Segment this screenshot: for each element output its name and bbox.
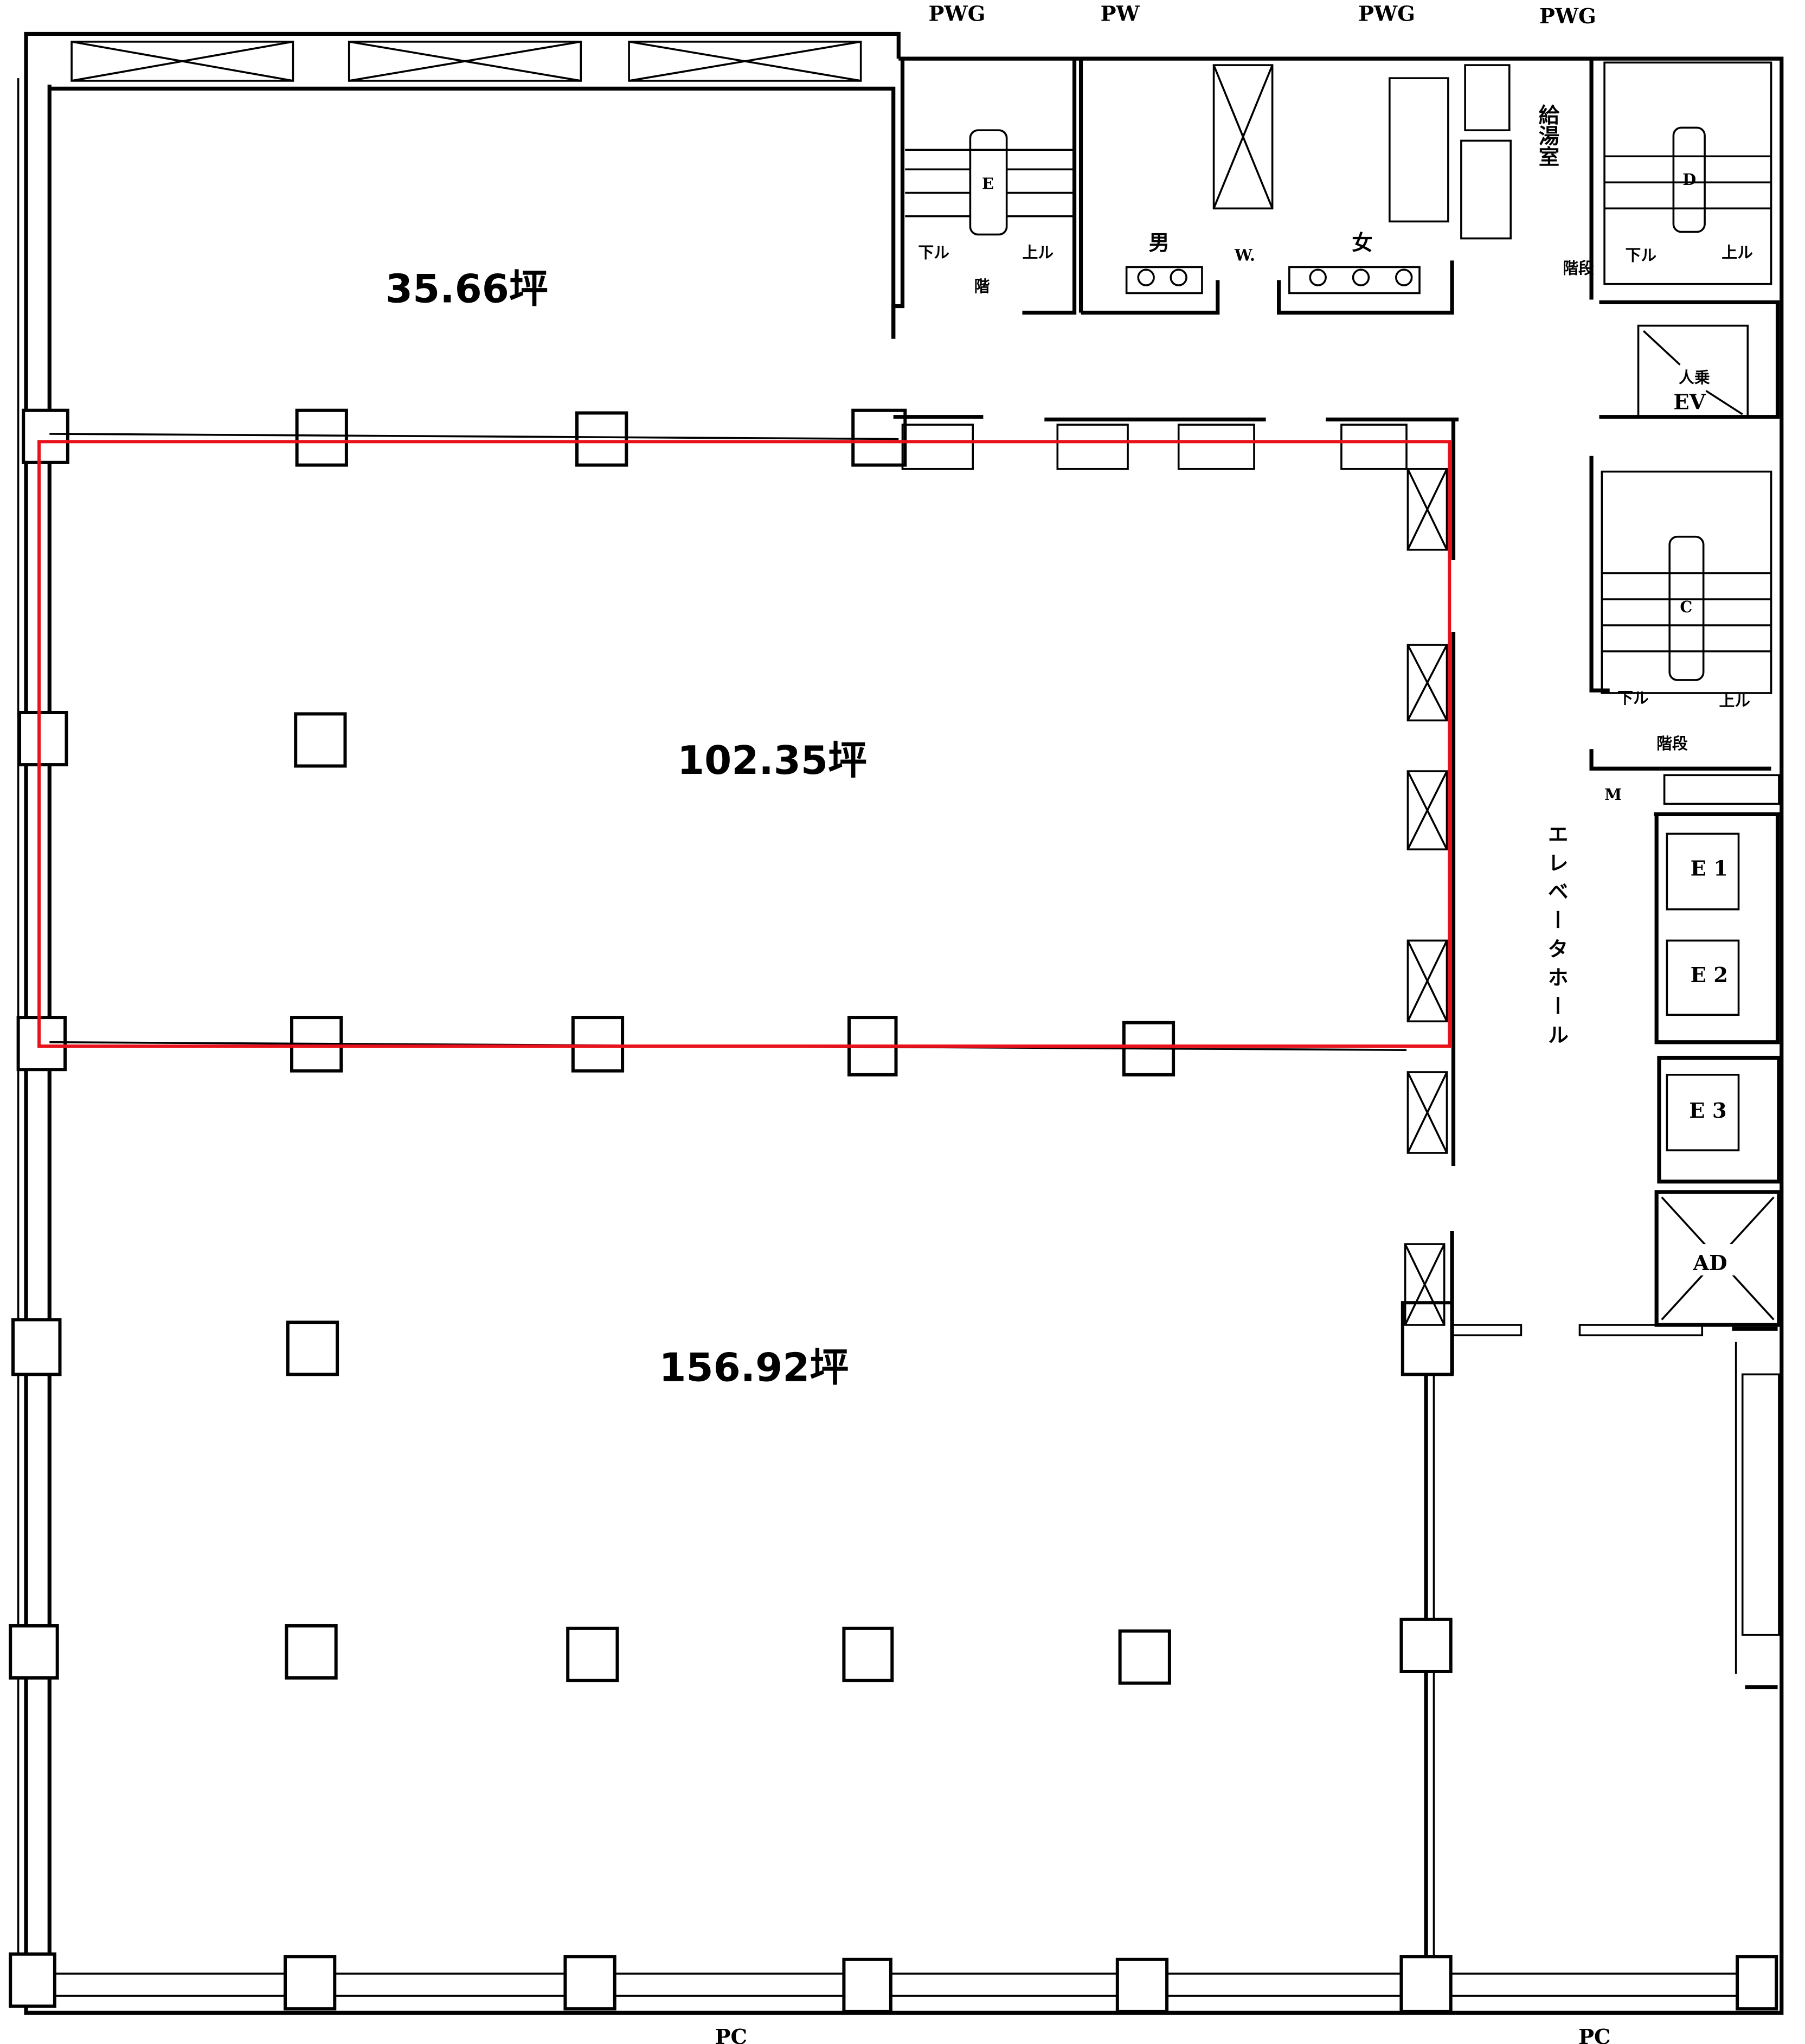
pc-label-2: PC <box>1578 2025 1610 2044</box>
service-elevator: 人乗 EV <box>1599 300 1780 419</box>
partition-line-north <box>49 433 899 440</box>
svg-text:上ル: 上ル <box>1722 244 1753 262</box>
columns <box>9 408 1778 2013</box>
svg-text:女: 女 <box>1352 231 1372 255</box>
interior-walls <box>1424 1324 1780 1981</box>
highlighted-unit-outline <box>37 440 1451 1048</box>
svg-text:AD: AD <box>1692 1251 1727 1276</box>
svg-text:E: E <box>982 174 994 193</box>
svg-text:W.: W. <box>1234 246 1255 264</box>
stair-right-mid: C 下ル 上ル 階段 <box>1589 456 1772 771</box>
kitchenette-label: 給湯室 <box>1535 104 1559 166</box>
svg-text:階: 階 <box>974 277 990 296</box>
area-label-156: 156.92坪 <box>659 1344 849 1390</box>
elevator-hall-label: エレベータホール <box>1544 823 1569 1053</box>
pipe-label-pw: PW <box>1101 2 1140 26</box>
svg-text:階段: 階段 <box>1563 259 1594 277</box>
pc-label-1: PC <box>715 2025 747 2044</box>
svg-text:上ル: 上ル <box>1022 244 1054 262</box>
svg-text:下ル: 下ル <box>918 244 949 262</box>
pipe-label-pwg-2: PWG <box>1358 2 1415 26</box>
svg-text:男: 男 <box>1148 231 1169 255</box>
svg-text:上ル: 上ル <box>1719 691 1750 710</box>
stair-left: E 下ル 上ル 階 <box>891 59 1077 339</box>
m-room-label: M <box>1604 785 1622 804</box>
svg-text:E 2: E 2 <box>1691 963 1728 988</box>
room-wall-35 <box>49 86 896 339</box>
svg-text:C: C <box>1680 598 1692 616</box>
svg-text:EV: EV <box>1673 390 1706 414</box>
area-label-102: 102.35坪 <box>677 738 867 783</box>
svg-text:下ル: 下ル <box>1617 689 1649 707</box>
svg-text:E 1: E 1 <box>1691 856 1728 881</box>
svg-text:D: D <box>1682 170 1696 189</box>
m-room-duct <box>1663 774 1780 805</box>
pipe-label-pwg-3: PWG <box>1539 4 1596 29</box>
pipe-label-pwg-1: PWG <box>929 2 986 26</box>
area-label-35: 35.66坪 <box>386 266 548 311</box>
ducts <box>893 415 1459 1375</box>
svg-text:階段: 階段 <box>1656 734 1688 753</box>
svg-text:E 3: E 3 <box>1689 1099 1726 1123</box>
restrooms: 男 W. 女 <box>1078 59 1512 315</box>
svg-text:下ル: 下ル <box>1626 246 1657 264</box>
stair-right-top: D 階段 下ル 上ル <box>1563 59 1772 300</box>
svg-text:人乗: 人乗 <box>1679 368 1710 387</box>
elevator-bank: E 1 E 2 E 3 AD <box>1654 812 1782 1327</box>
exterior-wall <box>17 31 1784 2015</box>
